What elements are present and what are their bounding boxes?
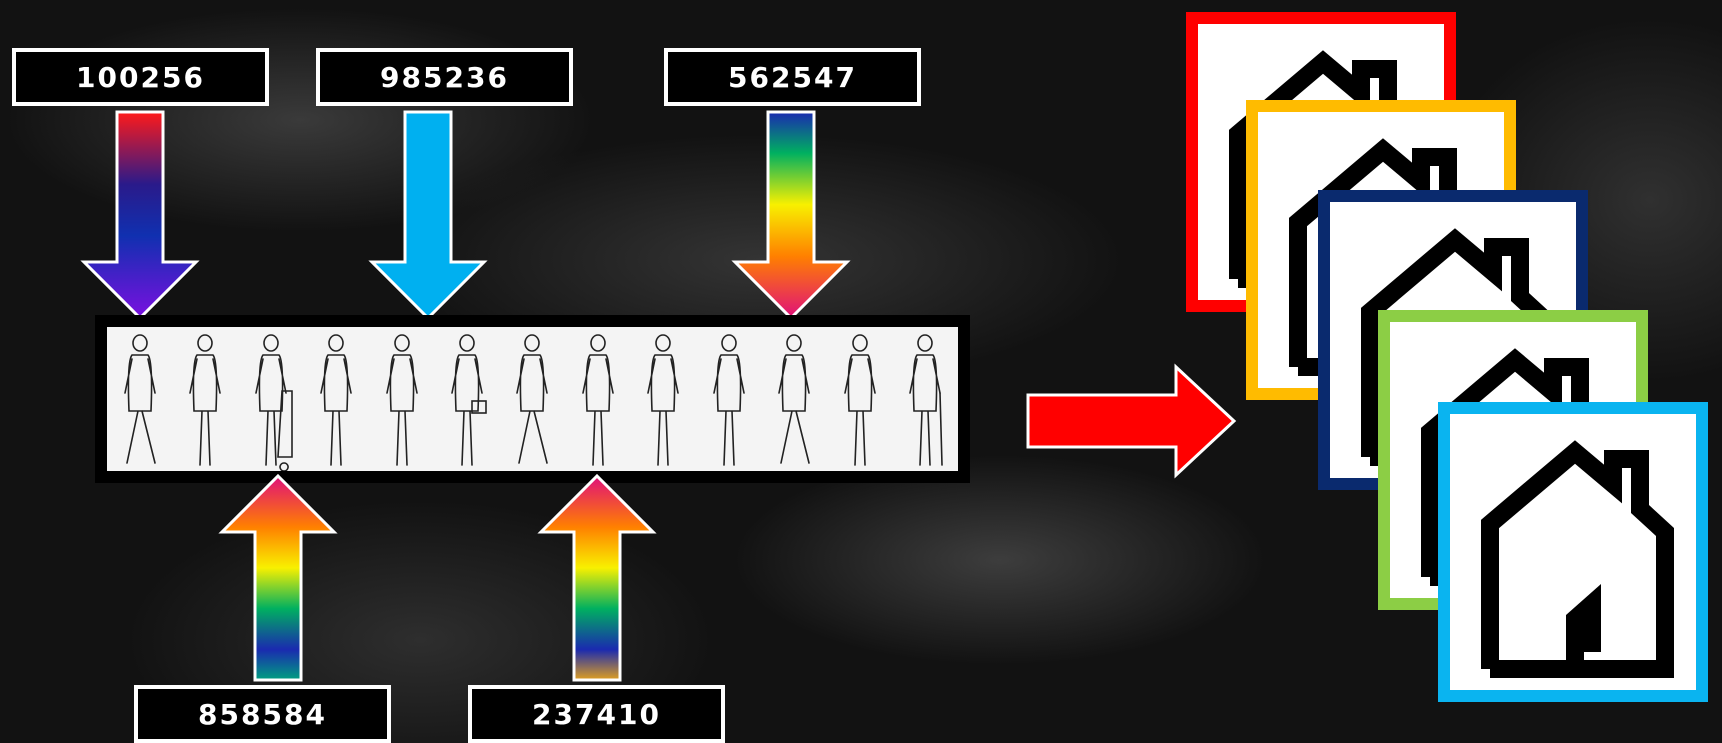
number-label-4: 858584 <box>134 685 391 743</box>
down-arrow-blue <box>372 112 484 320</box>
standing-figure-icon <box>182 331 228 471</box>
standing-figure-icon <box>313 331 359 471</box>
pedestrian-image <box>107 327 958 471</box>
house-icon <box>1450 414 1696 690</box>
number-label-1: 100256 <box>12 48 269 106</box>
walking-figure-icon <box>117 331 163 471</box>
walking-figure-icon <box>771 331 817 471</box>
elderly-figure-with-cane-icon <box>902 331 948 471</box>
suited-figure-icon <box>575 331 621 471</box>
house-card-5 <box>1438 402 1708 702</box>
number-label-2: 985236 <box>316 48 573 106</box>
number-label-3: 562547 <box>664 48 921 106</box>
up-arrow-gradient-rainbow-1 <box>222 474 334 682</box>
up-arrow-gradient-rainbow-2 <box>541 474 653 682</box>
suited-figure-icon <box>379 331 425 471</box>
number-label-5: 237410 <box>468 685 725 743</box>
down-arrow-gradient-rainbow <box>735 112 847 320</box>
pedestrian-image-strip <box>95 315 970 483</box>
down-arrow-gradient-purple <box>84 112 196 320</box>
walking-figure-icon <box>509 331 555 471</box>
figure-on-phone-icon <box>706 331 752 471</box>
main-right-arrow <box>1026 365 1238 477</box>
figure-with-briefcase-icon <box>444 331 490 471</box>
standing-figure-icon <box>640 331 686 471</box>
figure-pushing-cart-icon <box>248 331 294 471</box>
suited-figure-icon <box>837 331 883 471</box>
